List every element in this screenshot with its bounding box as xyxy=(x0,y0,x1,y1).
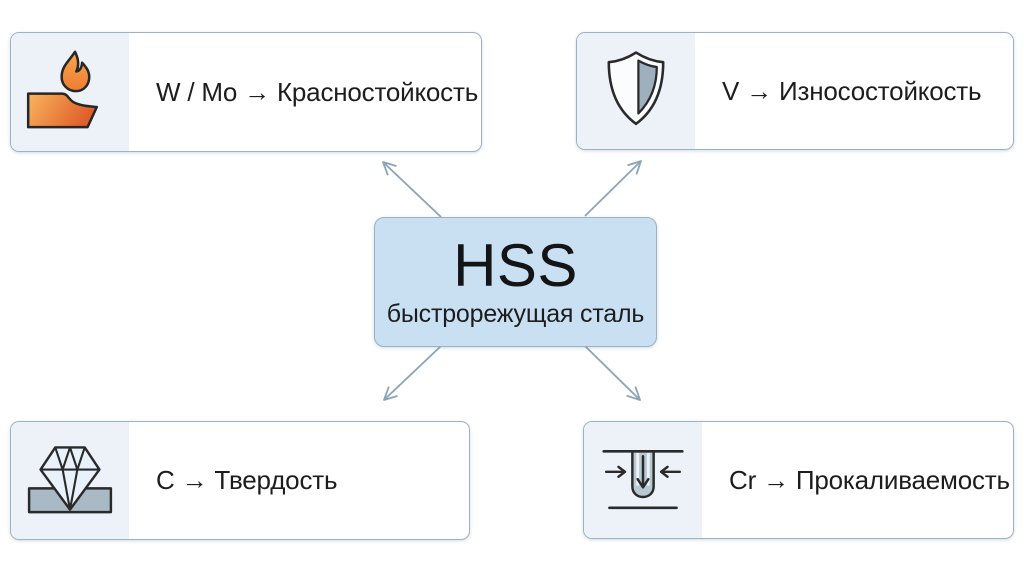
edge-to-hardenability xyxy=(584,345,641,401)
center-node-hss: HSS быстрорежущая сталь xyxy=(374,217,657,347)
center-subtitle: быстрорежущая сталь xyxy=(386,299,645,328)
edge-to-red-hardness xyxy=(382,161,442,218)
icon-panel xyxy=(577,33,695,149)
diamond-indenter-icon xyxy=(27,445,113,513)
node-card-hardness: C → Твердость xyxy=(10,421,470,540)
icon-panel xyxy=(584,422,702,538)
node-card-red-hardness: W / Mo → Красностойкость xyxy=(10,32,482,152)
shield-icon xyxy=(607,51,665,126)
quench-depth-icon xyxy=(602,450,684,510)
edge-to-hardness xyxy=(383,345,442,401)
icon-panel xyxy=(11,33,129,151)
node-card-wear-resistance: V → Износостойкость xyxy=(576,32,1014,150)
node-card-hardenability: Cr → Прокаливаемость xyxy=(583,421,1014,539)
node-label-red-hardness: W / Mo → Красностойкость xyxy=(156,76,479,107)
icon-panel xyxy=(11,422,129,539)
flame-cutting-tool-icon xyxy=(26,50,99,129)
node-label-hardenability: Cr → Прокаливаемость xyxy=(729,464,1010,495)
node-label-wear-resistance: V → Износостойкость xyxy=(722,75,982,106)
edge-to-wear-resistance xyxy=(584,160,642,217)
node-label-hardness: C → Твердость xyxy=(156,465,338,495)
center-title: HSS xyxy=(453,232,578,300)
